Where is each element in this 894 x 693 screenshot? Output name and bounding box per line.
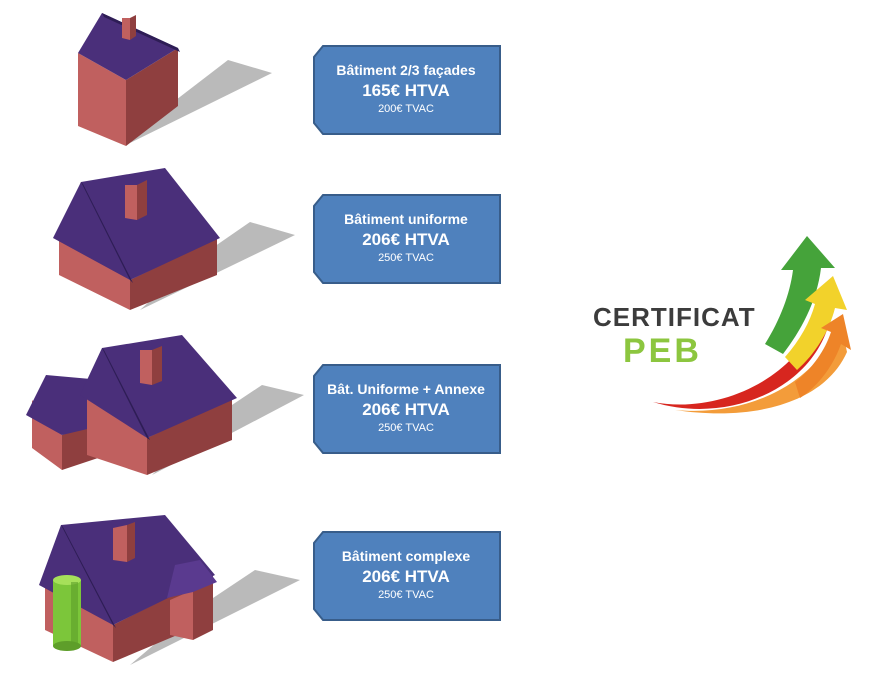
house-uniforme-annexe-illustration xyxy=(26,335,304,475)
house-complexe-illustration xyxy=(39,515,300,665)
offer-label-background xyxy=(313,364,501,454)
offer-price-htva: 206€ HTVA xyxy=(362,567,450,587)
offer-label-background xyxy=(313,531,501,621)
offer-name: Bâtiment complexe xyxy=(341,548,471,565)
offer-label-uniforme: Bâtiment uniforme 206€ HTVA 250€ TVAC xyxy=(313,194,501,284)
logo-red-swoosh xyxy=(653,324,827,409)
offer-label-background xyxy=(313,194,501,284)
offer-label-2-3-facades: Bâtiment 2/3 façades 165€ HTVA 200€ TVAC xyxy=(313,45,501,135)
logo-text-peb: PEB xyxy=(623,332,702,370)
offer-name: Bâtiment uniforme xyxy=(344,211,468,228)
house-2-3-facades-illustration xyxy=(78,13,272,146)
logo-text-certificat: CERTIFICAT xyxy=(593,302,756,332)
offer-label-uniforme-annexe: Bât. Uniforme + Annexe 206€ HTVA 250€ TV… xyxy=(313,364,501,454)
certificat-peb-logo: CERTIFICAT PEB xyxy=(593,236,851,414)
offer-price-tvac: 200€ TVAC xyxy=(378,103,434,115)
offer-price-htva: 206€ HTVA xyxy=(362,400,450,420)
offer-price-htva: 165€ HTVA xyxy=(362,81,450,101)
offer-price-tvac: 250€ TVAC xyxy=(378,422,434,434)
offer-price-tvac: 250€ TVAC xyxy=(378,252,434,264)
offer-name: Bât. Uniforme + Annexe xyxy=(327,381,485,398)
offer-price-tvac: 250€ TVAC xyxy=(378,589,434,601)
logo-yellow-arrow xyxy=(785,276,847,370)
house-uniforme-illustration xyxy=(53,168,295,310)
logo-green-arrow xyxy=(765,236,835,354)
offer-name: Bâtiment 2/3 façades xyxy=(336,62,476,79)
offer-label-background xyxy=(313,45,501,135)
offer-price-htva: 206€ HTVA xyxy=(362,230,450,250)
offer-label-complexe: Bâtiment complexe 206€ HTVA 250€ TVAC xyxy=(313,531,501,621)
logo-orange-arrow xyxy=(795,314,851,398)
